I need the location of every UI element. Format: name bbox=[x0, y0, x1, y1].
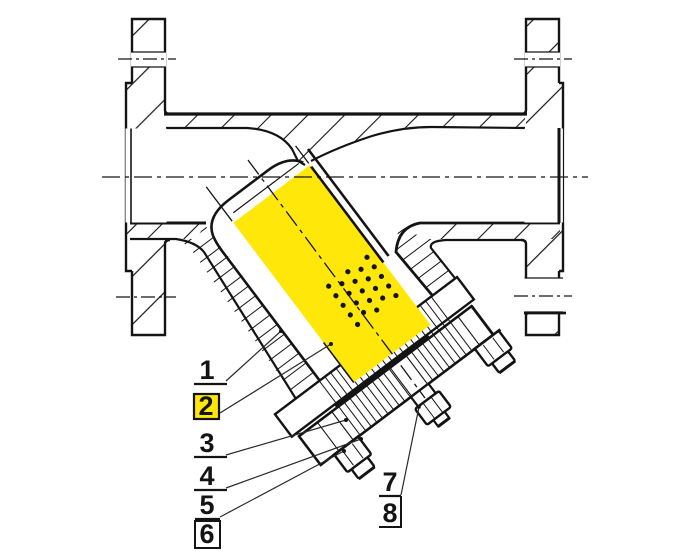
callout-4: 4 bbox=[194, 437, 363, 492]
left-flange-outline bbox=[124, 17, 171, 337]
perforation-dot bbox=[340, 302, 346, 308]
branch-right-seat-wall bbox=[306, 148, 390, 257]
leader-dot bbox=[329, 342, 333, 346]
perforation-dot bbox=[378, 273, 385, 280]
hex-facet-lines bbox=[482, 337, 505, 360]
perforation-dot bbox=[372, 285, 379, 292]
perforation-dot bbox=[374, 307, 380, 313]
perforation-dot bbox=[366, 297, 373, 304]
label-highlight-box bbox=[192, 392, 221, 421]
right-top-bolt-slot bbox=[514, 51, 572, 68]
cover-plate-outline bbox=[297, 304, 496, 467]
hex-facet-lines bbox=[423, 397, 443, 419]
perforation-dot bbox=[326, 283, 332, 289]
screen-seat-shoulder bbox=[210, 159, 321, 382]
hex-facet-lines bbox=[342, 443, 364, 466]
branch-axis-centerline bbox=[247, 159, 426, 399]
part-number-7: 7 bbox=[382, 467, 397, 497]
left-top-bolt-slot bbox=[118, 51, 176, 68]
part-number-3: 3 bbox=[199, 428, 214, 458]
callout-6: 6 bbox=[194, 519, 221, 549]
cover-gasket bbox=[334, 334, 430, 408]
cover-bolt-right bbox=[472, 328, 517, 375]
bottom-outer-right-line bbox=[429, 238, 524, 283]
top-wall-band bbox=[166, 114, 525, 165]
part-number-4: 4 bbox=[199, 461, 214, 491]
perforation-dot bbox=[352, 278, 358, 284]
left-flange-bore bbox=[125, 128, 167, 223]
perforation-dot bbox=[365, 276, 371, 282]
perforation-dot bbox=[333, 293, 339, 299]
perforation-dot bbox=[353, 300, 359, 306]
bottom-wall-left-band bbox=[130, 223, 204, 239]
callout-5: 5 bbox=[195, 449, 346, 521]
perforation-dot bbox=[358, 266, 364, 272]
part-number-2: 2 bbox=[198, 391, 213, 421]
flange-details bbox=[116, 51, 572, 315]
perforation-dot bbox=[347, 312, 353, 318]
callout-1: 1 bbox=[194, 329, 283, 386]
bottom-wall-right-band bbox=[420, 223, 560, 239]
callout-8: 8 bbox=[379, 496, 402, 528]
branch-assembly bbox=[205, 145, 517, 481]
leader-dot bbox=[344, 418, 348, 422]
part-number-8: 8 bbox=[382, 498, 397, 528]
callout-3: 3 bbox=[194, 418, 348, 459]
perforation-dot bbox=[386, 283, 392, 289]
label-box bbox=[194, 520, 221, 549]
perforation-dot bbox=[393, 293, 399, 299]
leader-line bbox=[225, 330, 282, 382]
perforation-dot bbox=[345, 269, 351, 275]
perforation-dot bbox=[380, 295, 386, 301]
part-number-6: 6 bbox=[199, 519, 214, 549]
perforations bbox=[326, 254, 399, 328]
screen-right-edge-line bbox=[310, 165, 385, 264]
branch-right-wall bbox=[395, 224, 458, 301]
callout-2: 2 bbox=[192, 342, 333, 421]
leader-line bbox=[219, 450, 345, 518]
leader-line bbox=[219, 343, 332, 414]
leader-line bbox=[400, 406, 420, 496]
pipe-top-inner-line-left bbox=[166, 126, 306, 166]
perforation-dot bbox=[371, 264, 377, 270]
perforation-dot bbox=[354, 321, 361, 328]
part-number-5: 5 bbox=[199, 490, 214, 520]
screen-seat-line-top bbox=[295, 145, 310, 164]
perforation-dot bbox=[359, 288, 365, 294]
callout-7: 7 bbox=[379, 405, 421, 498]
drain-plug bbox=[409, 382, 452, 429]
screen-seat-line-left bbox=[205, 186, 233, 222]
perforation-dot bbox=[364, 254, 370, 260]
part-number-1: 1 bbox=[199, 355, 214, 385]
leader-line bbox=[225, 438, 362, 489]
right-flange-outline bbox=[520, 17, 565, 337]
bore-bottom-right-line bbox=[394, 221, 560, 302]
leader-dot bbox=[342, 449, 346, 453]
screen-left-edge-line bbox=[322, 342, 355, 383]
screen-seat-line-thin bbox=[232, 162, 300, 214]
body-outlines bbox=[124, 17, 565, 400]
pipe-top-inner-line-right bbox=[310, 125, 526, 162]
label-box-open-left bbox=[379, 496, 402, 528]
bottom-outer-left-line bbox=[130, 237, 297, 400]
perforation-dot bbox=[360, 309, 367, 316]
perforation-dot bbox=[339, 281, 345, 287]
leader-dot bbox=[417, 405, 421, 409]
right-bottom-bolt-slot bbox=[514, 277, 572, 315]
cover-bolt-left bbox=[331, 434, 376, 481]
callouts: 1 2 3 4 5 6 bbox=[192, 329, 421, 549]
leader-dot bbox=[279, 329, 283, 333]
leader-line bbox=[225, 419, 347, 456]
leader-dot bbox=[359, 437, 363, 441]
